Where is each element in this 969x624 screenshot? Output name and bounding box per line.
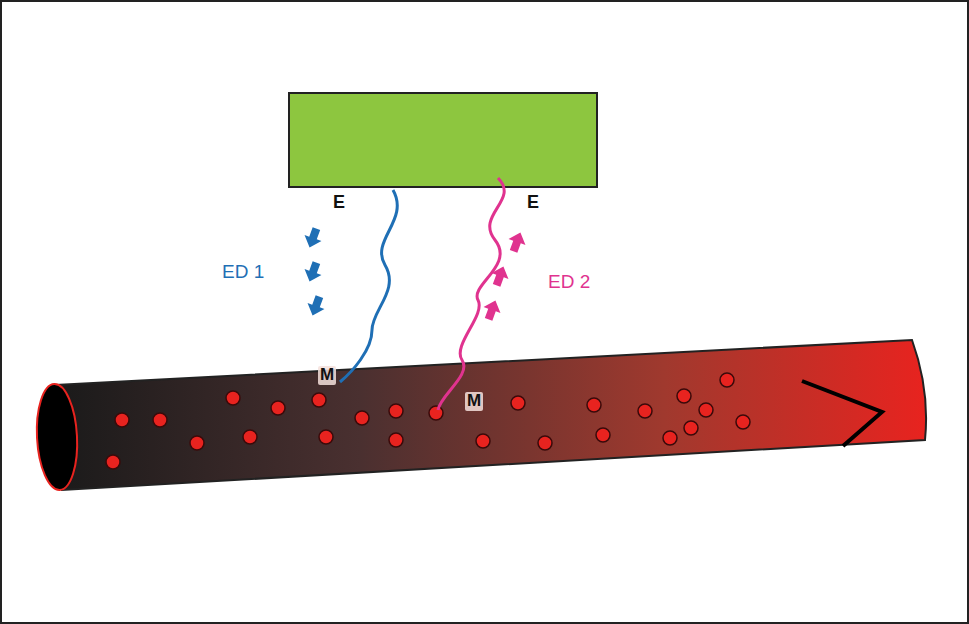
down-arrows [301, 226, 328, 319]
blood-cells [106, 373, 750, 469]
green-block [289, 93, 597, 187]
vessel-opening [34, 383, 79, 491]
emitter-label: E [333, 193, 345, 213]
flow-arrow [802, 381, 882, 446]
energy-label: ED 1 [222, 262, 264, 283]
blue-wave [340, 190, 397, 382]
molecule-label: M [318, 366, 336, 385]
emitter-label: E [527, 193, 539, 213]
pink-wave [438, 178, 504, 410]
blood-vessel [55, 340, 926, 490]
molecule-label: M [465, 392, 483, 411]
up-arrows [480, 230, 529, 323]
energy-label: ED 2 [548, 272, 590, 293]
